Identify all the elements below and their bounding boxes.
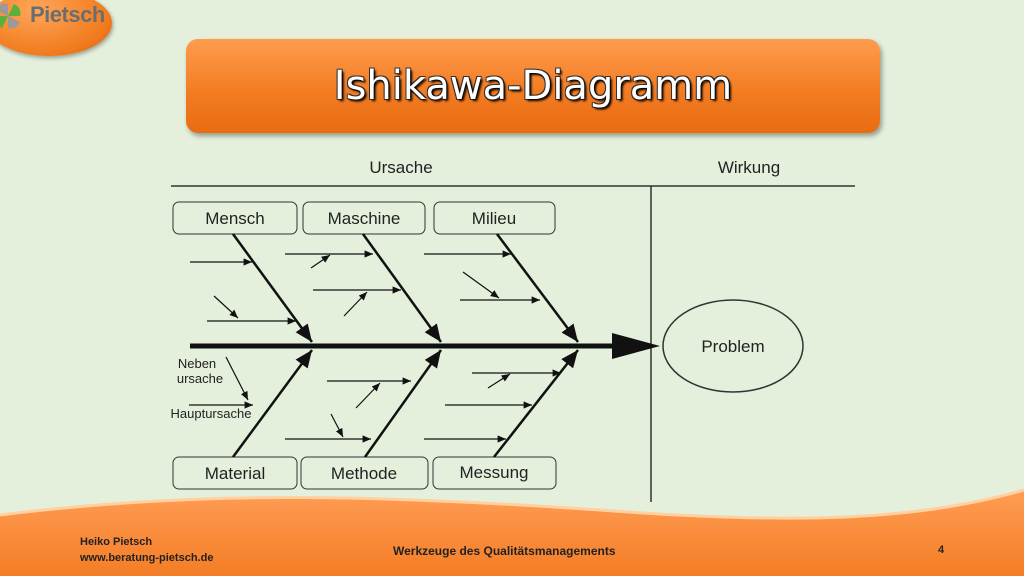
logo-swirl-icon — [0, 3, 21, 29]
cause-material: Material — [205, 464, 265, 483]
logo-text: Pietsch — [30, 2, 105, 27]
legend-secondary-cause-2: ursache — [177, 371, 223, 386]
effect-header: Wirkung — [718, 158, 780, 177]
legend-main-cause: Hauptursache — [171, 406, 252, 421]
bottom-cause-boxes: Material Methode Messung — [172, 456, 557, 490]
spine-arrowhead — [612, 333, 660, 359]
footer-author: Heiko Pietsch — [80, 536, 153, 548]
effect-problem: Problem — [701, 337, 764, 356]
page-number: 4 — [938, 544, 945, 556]
effect-ellipse — [662, 299, 804, 393]
title-bar: Ishikawa-Diagramm — [186, 39, 880, 133]
cause-header: Ursache — [369, 158, 432, 177]
sub-cause-arrows — [189, 250, 561, 443]
cause-milieu: Milieu — [472, 209, 516, 228]
top-cause-boxes: Mensch Maschine Milieu — [172, 201, 556, 235]
cause-methode: Methode — [331, 464, 397, 483]
legend-secondary-cause-1: Neben — [178, 356, 216, 371]
cause-maschine: Maschine — [328, 209, 401, 228]
footer-website: www.beratung-pietsch.de — [80, 552, 214, 564]
logo: Pietsch — [0, 0, 112, 56]
cause-mensch: Mensch — [205, 209, 265, 228]
page-title: Ishikawa-Diagramm — [333, 63, 733, 109]
footer-topic: Werkzeuge des Qualitätsmanagements — [393, 544, 616, 558]
cause-messung: Messung — [460, 463, 529, 482]
